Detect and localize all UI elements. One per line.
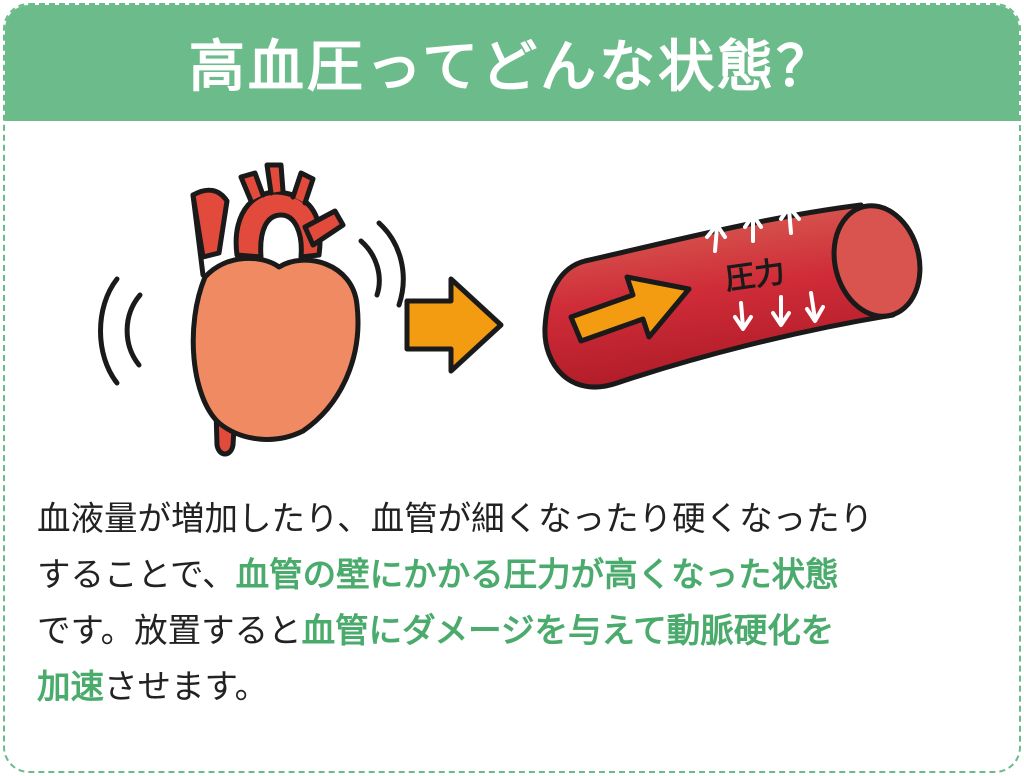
blood-vessel-icon (542, 202, 923, 390)
right-arrow-icon (404, 276, 504, 374)
description: 血液量が増加したり、血管が細くなったり硬くなったり することで、血管の壁にかかる… (37, 491, 997, 715)
highlight-text: 加速 (37, 667, 104, 706)
info-card: 高血圧ってどんな状態？ (3, 3, 1021, 773)
description-line-4: 加速させます。 (37, 667, 269, 706)
highlight-text: 血管にダメージを与えて動脈硬化を (301, 611, 835, 650)
pressure-label: 圧力 (723, 255, 787, 298)
description-line-2: することで、血管の壁にかかる圧力が高くなった状態 (37, 555, 839, 594)
header-banner: 高血圧ってどんな状態？ (5, 5, 1019, 121)
illustration: 圧力 (98, 162, 923, 457)
page-title: 高血圧ってどんな状態？ (188, 34, 836, 100)
highlight-text: 血管の壁にかかる圧力が高くなった状態 (235, 555, 839, 594)
heart-icon (98, 162, 406, 457)
description-line-3: です。放置すると血管にダメージを与えて動脈硬化を (37, 611, 835, 650)
pressure-arrows-icon (705, 205, 825, 331)
description-line-1: 血液量が増加したり、血管が細くなったり硬くなったり (37, 499, 874, 538)
